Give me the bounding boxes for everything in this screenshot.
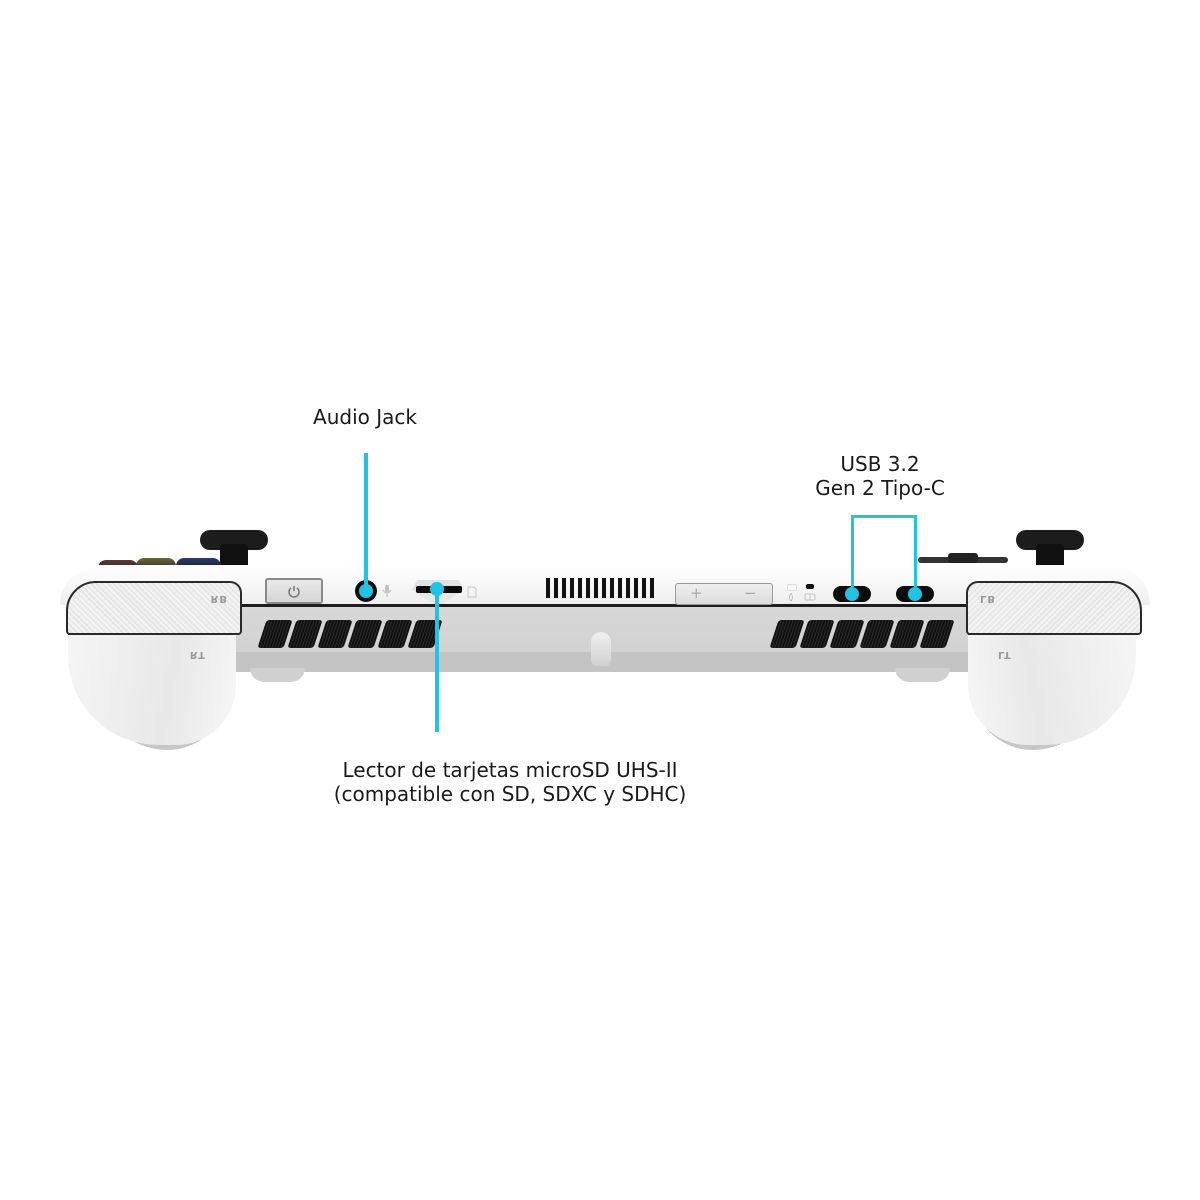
microsd-label: Lector de tarjetas microSD UHS-II (compa…: [290, 758, 730, 806]
volume-up-button[interactable]: +: [690, 584, 703, 602]
right-foot: [895, 668, 950, 682]
usb-callout-right: [914, 515, 917, 593]
device-divider-line: [200, 604, 1000, 607]
charge-indicator: [806, 584, 814, 589]
microsd-callout-dot: [430, 582, 444, 596]
lt-label: LT: [998, 649, 1012, 660]
usb-label-line1: USB 3.2: [840, 452, 920, 476]
usb-callout-left: [851, 515, 854, 593]
rt-label: RT: [189, 649, 206, 660]
audio-jack-callout-dot: [359, 584, 373, 598]
audio-jack-label: Audio Jack: [313, 405, 417, 429]
microsd-callout-line: [435, 590, 439, 732]
battery-icon: [804, 593, 816, 601]
sd-card-icon: [467, 586, 477, 598]
right-trigger-lt[interactable]: LT: [968, 633, 1136, 745]
dpad[interactable]: [918, 553, 1008, 565]
right-vents: [769, 620, 955, 650]
usb-callout-dot-1: [845, 587, 859, 601]
left-vents: [257, 620, 443, 650]
usb-label-line2: Gen 2 Tipo-C: [815, 476, 945, 500]
center-notch: [591, 632, 611, 666]
right-bumper-lb[interactable]: LB: [966, 581, 1142, 635]
usb-label: USB 3.2 Gen 2 Tipo-C: [795, 452, 965, 500]
volume-rocker[interactable]: + −: [675, 583, 773, 605]
usb-callout-dot-2: [908, 587, 922, 601]
rb-label: RB: [210, 593, 228, 604]
microsd-label-line2: (compatible con SD, SDXC y SDHC): [333, 782, 687, 806]
right-thumbstick[interactable]: [1002, 530, 1098, 570]
left-trigger-rt[interactable]: RT: [68, 633, 236, 745]
microsd-label-line1: Lector de tarjetas microSD UHS-II: [342, 758, 678, 782]
usb-callout-top: [851, 515, 917, 518]
power-button[interactable]: [265, 578, 323, 604]
microphone-icon: [382, 585, 392, 597]
left-grip: RB RT: [58, 575, 242, 750]
lb-label: LB: [980, 593, 996, 604]
left-foot: [250, 668, 305, 682]
top-grille: [546, 578, 658, 604]
left-bumper-rb[interactable]: RB: [66, 581, 242, 635]
led-indicator-icon: [789, 593, 793, 601]
led-indicator: [787, 584, 797, 591]
audio-jack-callout-line: [364, 453, 368, 587]
right-grip: LB LT: [962, 575, 1152, 750]
power-icon: [288, 586, 300, 598]
volume-down-button[interactable]: −: [744, 584, 757, 602]
